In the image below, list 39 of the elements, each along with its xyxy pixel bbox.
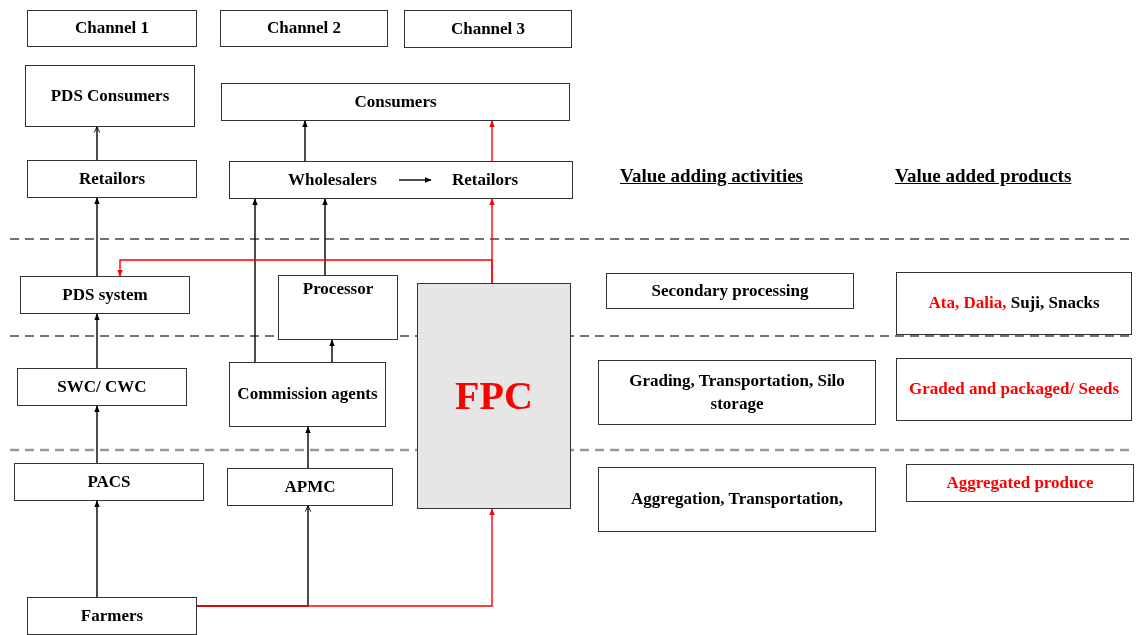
arrow [252, 198, 258, 363]
process-box: Aggregation, Transportation, [598, 467, 876, 532]
arrow [302, 120, 308, 162]
process-box: Ata, Dalia, Suji, Snacks [896, 272, 1132, 335]
organization-box: FPC [417, 283, 571, 509]
arrow [322, 198, 328, 276]
process-box: Aggregated produce [906, 464, 1134, 502]
process-box: Processor [278, 275, 398, 340]
process-box: Farmers [27, 597, 197, 635]
arrow [305, 426, 311, 469]
process-box: Channel 3 [404, 10, 572, 48]
arrow [94, 500, 100, 598]
arrow [94, 197, 100, 277]
flow-box [229, 161, 573, 199]
arrow [93, 126, 101, 161]
process-box: PACS [14, 463, 204, 501]
arrow [329, 339, 335, 363]
process-box: Graded and packaged/ Seeds [896, 358, 1132, 421]
column-heading: Value added products [895, 165, 1072, 187]
process-box: Commission agents [229, 362, 386, 427]
node-text: Retailors [435, 166, 535, 194]
arrow [489, 120, 495, 162]
process-box: PDS system [20, 276, 190, 314]
arrow [196, 508, 495, 607]
process-box: Retailors [27, 160, 197, 198]
process-box: Channel 2 [220, 10, 388, 47]
process-box: APMC [227, 468, 393, 506]
process-box: Secondary processing [606, 273, 854, 309]
process-box: Consumers [221, 83, 570, 121]
arrow [94, 405, 100, 464]
arrow [117, 259, 493, 284]
arrow [94, 313, 100, 369]
arrow [398, 177, 432, 183]
process-box: SWC/ CWC [17, 368, 187, 406]
column-heading: Value adding activities [620, 165, 803, 187]
process-box: PDS Consumers [25, 65, 195, 127]
node-text: Wholesalers [270, 166, 395, 194]
process-box: Channel 1 [27, 10, 197, 47]
process-box: Grading, Transportation, Silo storage [598, 360, 876, 425]
